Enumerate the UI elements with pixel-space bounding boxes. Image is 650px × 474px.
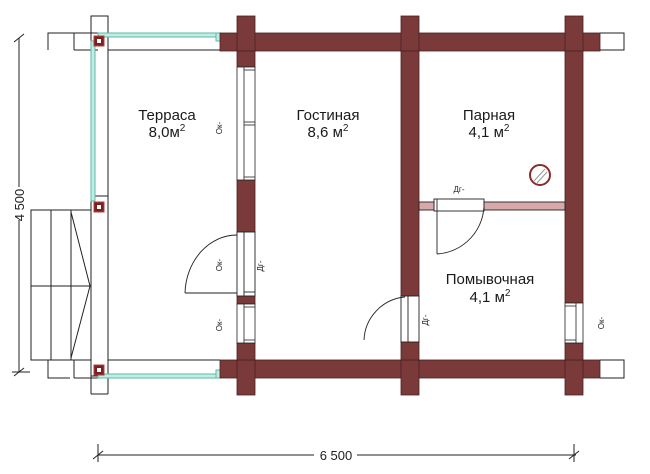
- room-area: 8,6 м: [308, 124, 343, 141]
- width-dimension-label: 6 500: [320, 448, 353, 463]
- room-name: Помывочная: [446, 271, 535, 288]
- window-living-2: [236, 303, 256, 344]
- log-walls: [219, 15, 601, 396]
- window-tag: Ок-: [215, 121, 224, 134]
- svg-text:4,1 м2: 4,1 м2: [469, 123, 510, 141]
- railing: [90, 32, 222, 379]
- svg-text:8,0м2: 8,0м2: [149, 123, 186, 141]
- opening-tags: Ок- Ок- Ок- Дг- Дг- Дг- Ок-: [215, 121, 606, 331]
- room-label-terrace: Терраса 8,0м2: [138, 107, 196, 141]
- room-area: 4,1 м: [470, 289, 505, 306]
- room-label-living: Гостиная 8,6 м2: [297, 107, 360, 141]
- window-living-1: [236, 66, 256, 181]
- svg-text:8,6 м2: 8,6 м2: [308, 123, 349, 141]
- doors: [184, 198, 485, 343]
- window-tag: Ок-: [215, 318, 224, 331]
- terrace-frame: [47, 15, 220, 395]
- windows: [236, 66, 584, 344]
- room-area: 8,0м: [149, 124, 180, 141]
- svg-text:4,1 м2: 4,1 м2: [470, 288, 511, 306]
- post-markers: [93, 35, 105, 376]
- window-tag: Ок-: [215, 258, 224, 271]
- height-dimension-label: 4 500: [12, 189, 27, 222]
- partition: [418, 201, 566, 211]
- room-area: 4,1 м: [469, 124, 504, 141]
- room-label-wash: Помывочная 4,1 м2: [446, 271, 535, 306]
- door-tag: Дг-: [454, 185, 465, 194]
- window-tag: Ок-: [597, 316, 606, 329]
- room-label-steam: Парная 4,1 м2: [463, 107, 515, 141]
- door-tag: Дг-: [256, 260, 265, 271]
- room-name: Терраса: [138, 107, 196, 124]
- stove-icon: [529, 164, 551, 186]
- window-wash: [564, 302, 584, 344]
- door-tag: Дг-: [421, 314, 430, 325]
- dimension-height: [12, 33, 30, 377]
- room-name: Парная: [463, 107, 515, 124]
- stairs: [30, 209, 92, 361]
- dimension-width: [92, 444, 580, 462]
- room-name: Гостиная: [297, 107, 360, 124]
